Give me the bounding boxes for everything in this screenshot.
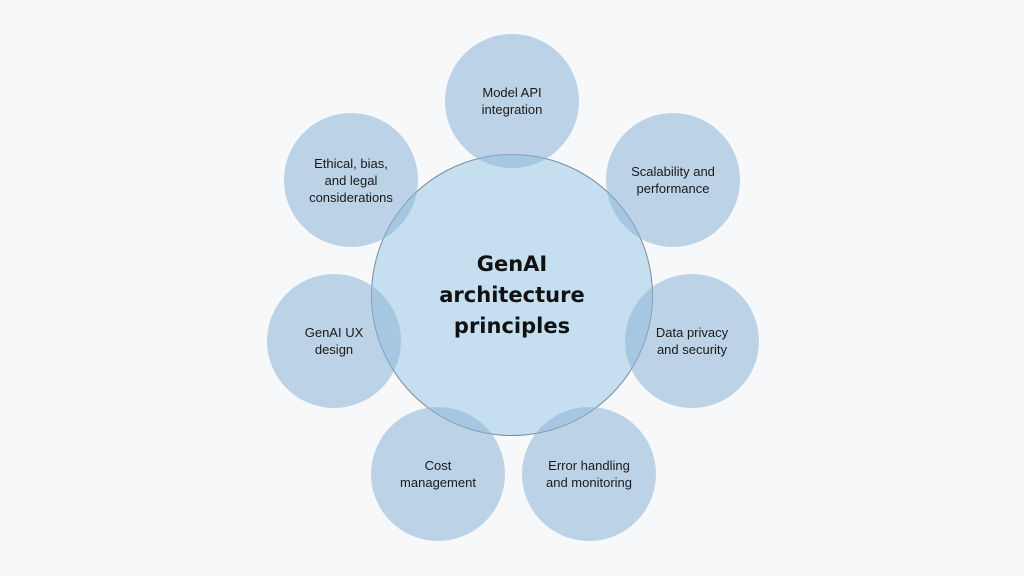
central-concept-title: GenAI architecture principles	[439, 251, 585, 338]
principle-label: GenAI UX design	[304, 325, 364, 357]
principle-label: Model API integration	[481, 85, 543, 117]
principle-label: Error handling and monitoring	[546, 458, 632, 490]
central-concept-circle: GenAI architecture principles	[371, 154, 653, 436]
principle-label: Scalability and performance	[631, 164, 715, 196]
principle-node-cost: Cost management	[371, 407, 505, 541]
principle-node-ux-design: GenAI UX design	[267, 274, 401, 408]
principle-node-data-privacy: Data privacy and security	[625, 274, 759, 408]
principle-node-scalability: Scalability and performance	[606, 113, 740, 247]
principle-label: Ethical, bias, and legal considerations	[309, 155, 393, 205]
principle-node-model-api: Model API integration	[445, 34, 579, 168]
principle-node-error-handling: Error handling and monitoring	[522, 407, 656, 541]
principle-node-ethics: Ethical, bias, and legal considerations	[284, 113, 418, 247]
principle-label: Data privacy and security	[655, 325, 729, 357]
principle-label: Cost management	[400, 458, 476, 490]
